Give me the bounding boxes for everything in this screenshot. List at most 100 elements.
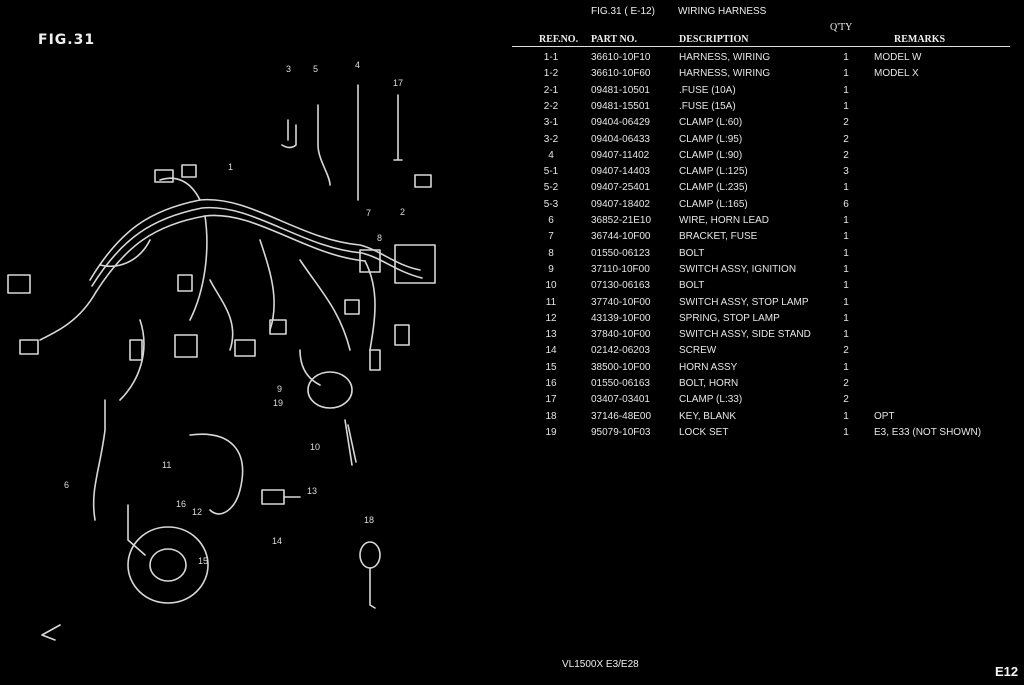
ref-no-cell: 3-1 [543, 117, 559, 129]
ref-no-cell: 5-1 [543, 166, 559, 178]
description-cell: BOLT [679, 280, 705, 292]
part-no-cell: 43139-10F00 [591, 312, 651, 324]
diagram-label-10: 10 [310, 442, 320, 452]
qty-cell: 1 [843, 296, 849, 308]
qty-cell: 1 [843, 410, 849, 422]
qty-cell: 6 [843, 198, 849, 210]
description-cell: CLAMP (L:33) [679, 394, 743, 406]
part-no-cell: 37146-48E00 [591, 410, 652, 422]
qty-cell: 2 [843, 378, 849, 389]
description-cell: .FUSE (10A) [679, 84, 736, 96]
qty-cell: 1 [843, 68, 849, 80]
diagram-label-8: 8 [377, 233, 382, 243]
diagram-label-5: 5 [313, 64, 318, 74]
table-row: 1-2 36610-10F60 HARNESS, WIRING 1 MODEL X [0, 68, 1024, 84]
qty-cell: 1 [843, 182, 849, 194]
ref-no-cell: 19 [545, 426, 557, 438]
fig-label: FIG.31 [38, 32, 96, 48]
ref-no-cell: 17 [545, 394, 557, 406]
description-cell: HARNESS, WIRING [679, 68, 771, 80]
ref-no-cell: 4 [548, 149, 554, 161]
qty-cell: 1 [843, 100, 849, 112]
description-cell: CLAMP (L:95) [679, 133, 743, 145]
diagram-label-19: 19 [273, 398, 283, 408]
description-cell: SWITCH ASSY, IGNITION [679, 263, 797, 275]
part-no-cell: 36610-10F60 [591, 68, 651, 80]
table-row: 9 37110-10F00 SWITCH ASSY, IGNITION 1 [0, 264, 1024, 280]
ref-no-cell: 14 [545, 345, 557, 357]
diagram-label-1: 1 [228, 162, 233, 172]
qty-cell: 1 [843, 263, 849, 275]
part-no-cell: 09407-14403 [591, 166, 650, 178]
diagram-label-4: 4 [355, 60, 360, 70]
diagram-label-11: 11 [162, 460, 171, 470]
part-no-cell: 09481-10501 [591, 84, 650, 96]
qty-column-header: Q'TY [830, 22, 853, 33]
qty-cell: 1 [843, 280, 849, 292]
description-cell: KEY, BLANK [679, 410, 737, 422]
ref-no-cell: 2-1 [543, 84, 559, 96]
part-no-cell: 09404-06429 [591, 117, 650, 129]
diagram-label-14: 14 [272, 536, 282, 546]
qty-cell: 1 [843, 215, 849, 226]
diagram-label-13: 13 [307, 486, 317, 496]
qty-cell: 2 [843, 133, 849, 145]
part-no-cell: 09407-18402 [591, 198, 650, 210]
page-number: E12 [995, 664, 1019, 679]
model-footer: VL1500X E3/E28 [562, 659, 639, 670]
qty-cell: 2 [843, 117, 849, 129]
ref-no-cell: 5-3 [543, 198, 559, 210]
description-cell: BRACKET, FUSE [679, 231, 758, 243]
qty-cell: 1 [843, 426, 849, 438]
ref-no-cell: 8 [548, 247, 554, 259]
table-row: 3-1 09404-06429 CLAMP (L:60) 2 [0, 117, 1024, 133]
diagram-label-12: 12 [192, 507, 202, 517]
ref-no-cell: 1-2 [543, 68, 559, 80]
part-no-cell: 38500-10F00 [591, 361, 651, 373]
table-row: 5-3 09407-18402 CLAMP (L:165) 6 [0, 199, 1024, 215]
ref-no-cell: 5-2 [543, 182, 559, 194]
diagram-label-15: 15 [198, 556, 208, 566]
part-no-cell: 37110-10F00 [591, 263, 650, 275]
description-cell: SPRING, STOP LAMP [679, 312, 780, 324]
diagram-label-7: 7 [366, 208, 371, 218]
part-no-cell: 07130-06163 [591, 280, 650, 292]
description-cell: SCREW [679, 345, 717, 357]
qty-cell: 2 [843, 149, 849, 161]
part-no-cell: 09404-06433 [591, 133, 650, 145]
description-cell: SWITCH ASSY, STOP LAMP [679, 296, 809, 308]
ref-no-cell: 9 [548, 263, 554, 275]
remarks-cell: MODEL X [874, 68, 919, 80]
ref-no-cell: 7 [548, 231, 554, 243]
ref-no-cell: 2-2 [543, 100, 559, 112]
qty-cell: 1 [843, 52, 849, 63]
part-no-column-header: PART NO. [591, 34, 637, 45]
diagram-label-9: 9 [277, 384, 282, 394]
diagram-label-6: 6 [64, 480, 69, 490]
description-cell: CLAMP (L:235) [679, 182, 748, 194]
description-cell: CLAMP (L:125) [679, 166, 748, 178]
figure-title: WIRING HARNESS [678, 6, 767, 17]
qty-cell: 1 [843, 329, 849, 341]
ref-no-cell: 11 [545, 296, 557, 308]
description-cell: CLAMP (L:165) [679, 198, 748, 210]
diagram-label-16: 16 [176, 499, 186, 509]
description-cell: CLAMP (L:60) [679, 117, 743, 129]
qty-cell: 1 [843, 361, 849, 373]
ref-no-cell: 1-1 [543, 52, 559, 63]
